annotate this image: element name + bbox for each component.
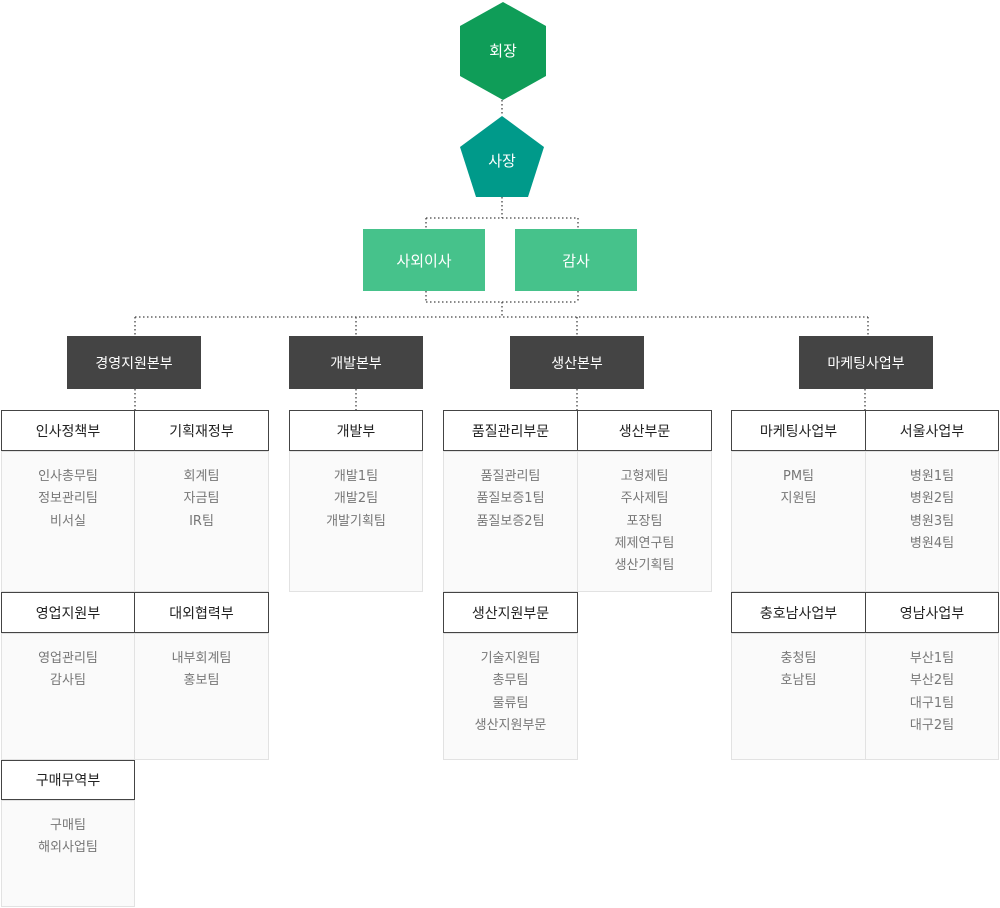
outside-director-box: 사외이사 [363, 229, 485, 291]
team-item: 생산지원부문 [474, 717, 547, 733]
division-development: 개발본부 [289, 336, 423, 389]
team-list-purchasing-trade: 구매팀 해외사업팀 [1, 800, 135, 907]
team-list-development: 개발1팀 개발2팀 개발기획팀 [289, 451, 423, 592]
dept-development: 개발부 [289, 410, 423, 451]
team-list-production: 고형제팀 주사제팀 포장팀 제제연구팀 생산기획팀 [577, 451, 712, 592]
dept-planning-finance: 기획재정부 [134, 410, 269, 451]
team-item: 개발기획팀 [326, 513, 386, 529]
dept-external-cooperation: 대외협력부 [134, 592, 269, 633]
team-item: 해외사업팀 [38, 840, 98, 856]
auditor-box: 감사 [515, 229, 637, 291]
team-item: 포장팀 [626, 513, 663, 529]
team-item: 부산2팀 [909, 673, 955, 689]
dept-chungnam: 충호남사업부 [731, 592, 866, 633]
team-item: 병원2팀 [909, 491, 955, 507]
team-item: IR팀 [189, 513, 214, 529]
chairman-label: 회장 [489, 42, 517, 60]
team-item: 품질보증2팀 [476, 513, 545, 529]
team-list-planning-finance: 회계팀 자금팀 IR팀 [134, 451, 269, 592]
team-item: 품질보증1팀 [476, 491, 545, 507]
division-marketing: 마케팅사업부 [799, 336, 933, 389]
team-item: 대구2팀 [909, 717, 955, 733]
team-item: 병원4팀 [909, 535, 955, 551]
team-item: 물류팀 [492, 695, 529, 711]
team-item: 정보관리팀 [38, 491, 98, 507]
team-list-yeongnam: 부산1팀 부산2팀 대구1팀 대구2팀 [865, 633, 999, 760]
dept-yeongnam: 영남사업부 [865, 592, 999, 633]
division-management-support: 경영지원본부 [67, 336, 201, 389]
team-item: 부산1팀 [909, 651, 955, 666]
team-item: 병원3팀 [909, 513, 955, 529]
chairman-hexagon [460, 2, 546, 100]
team-item: 충청팀 [780, 651, 817, 666]
team-item: 대구1팀 [909, 695, 955, 711]
team-item: 홍보팀 [183, 673, 220, 689]
team-item: 영업관리팀 [38, 651, 98, 666]
dept-hr-policy: 인사정책부 [1, 410, 135, 451]
team-item: 품질관리팀 [480, 469, 541, 484]
team-item: PM팀 [782, 469, 815, 484]
team-item: 구매팀 [50, 818, 86, 833]
president-pentagon [460, 116, 544, 197]
team-item: 지원팀 [780, 491, 817, 507]
team-list-marketing: PM팀 지원팀 [731, 451, 866, 592]
team-item: 감사팀 [50, 673, 86, 689]
team-list-quality-control: 품질관리팀 품질보증1팀 품질보증2팀 [443, 451, 578, 592]
team-item: 회계팀 [183, 469, 220, 484]
team-list-chungnam: 충청팀 호남팀 [731, 633, 866, 760]
team-list-hr-policy: 인사총무팀 정보관리팀 비서실 [1, 451, 135, 592]
team-item: 개발1팀 [333, 469, 379, 484]
team-list-sales-support: 영업관리팀 감사팀 [1, 633, 135, 760]
team-item: 총무팀 [492, 673, 529, 689]
dept-sales-support: 영업지원부 [1, 592, 135, 633]
team-item: 병원1팀 [909, 469, 955, 484]
team-item: 호남팀 [780, 673, 817, 689]
team-item: 주사제팀 [620, 491, 669, 507]
team-item: 생산기획팀 [614, 558, 675, 574]
team-list-production-support: 기술지원팀 총무팀 물류팀 생산지원부문 [443, 633, 578, 760]
dept-purchasing-trade: 구매무역부 [1, 760, 135, 800]
team-item: 제제연구팀 [614, 535, 675, 551]
dept-seoul: 서울사업부 [865, 410, 999, 451]
dept-quality-control: 품질관리부문 [443, 410, 578, 451]
division-production: 생산본부 [510, 336, 644, 389]
team-item: 자금팀 [183, 491, 220, 507]
team-list-seoul: 병원1팀 병원2팀 병원3팀 병원4팀 [865, 451, 999, 592]
team-list-external-cooperation: 내부회계팀 홍보팀 [134, 633, 269, 760]
dept-production: 생산부문 [577, 410, 712, 451]
team-item: 내부회계팀 [171, 651, 232, 666]
team-item: 인사총무팀 [38, 469, 98, 484]
dept-marketing: 마케팅사업부 [731, 410, 866, 451]
team-item: 기술지원팀 [480, 651, 541, 666]
team-item: 비서실 [50, 513, 86, 529]
team-item: 개발2팀 [333, 491, 379, 507]
president-label: 사장 [488, 152, 516, 170]
dept-production-support: 생산지원부문 [443, 592, 578, 633]
team-item: 고형제팀 [620, 469, 669, 484]
